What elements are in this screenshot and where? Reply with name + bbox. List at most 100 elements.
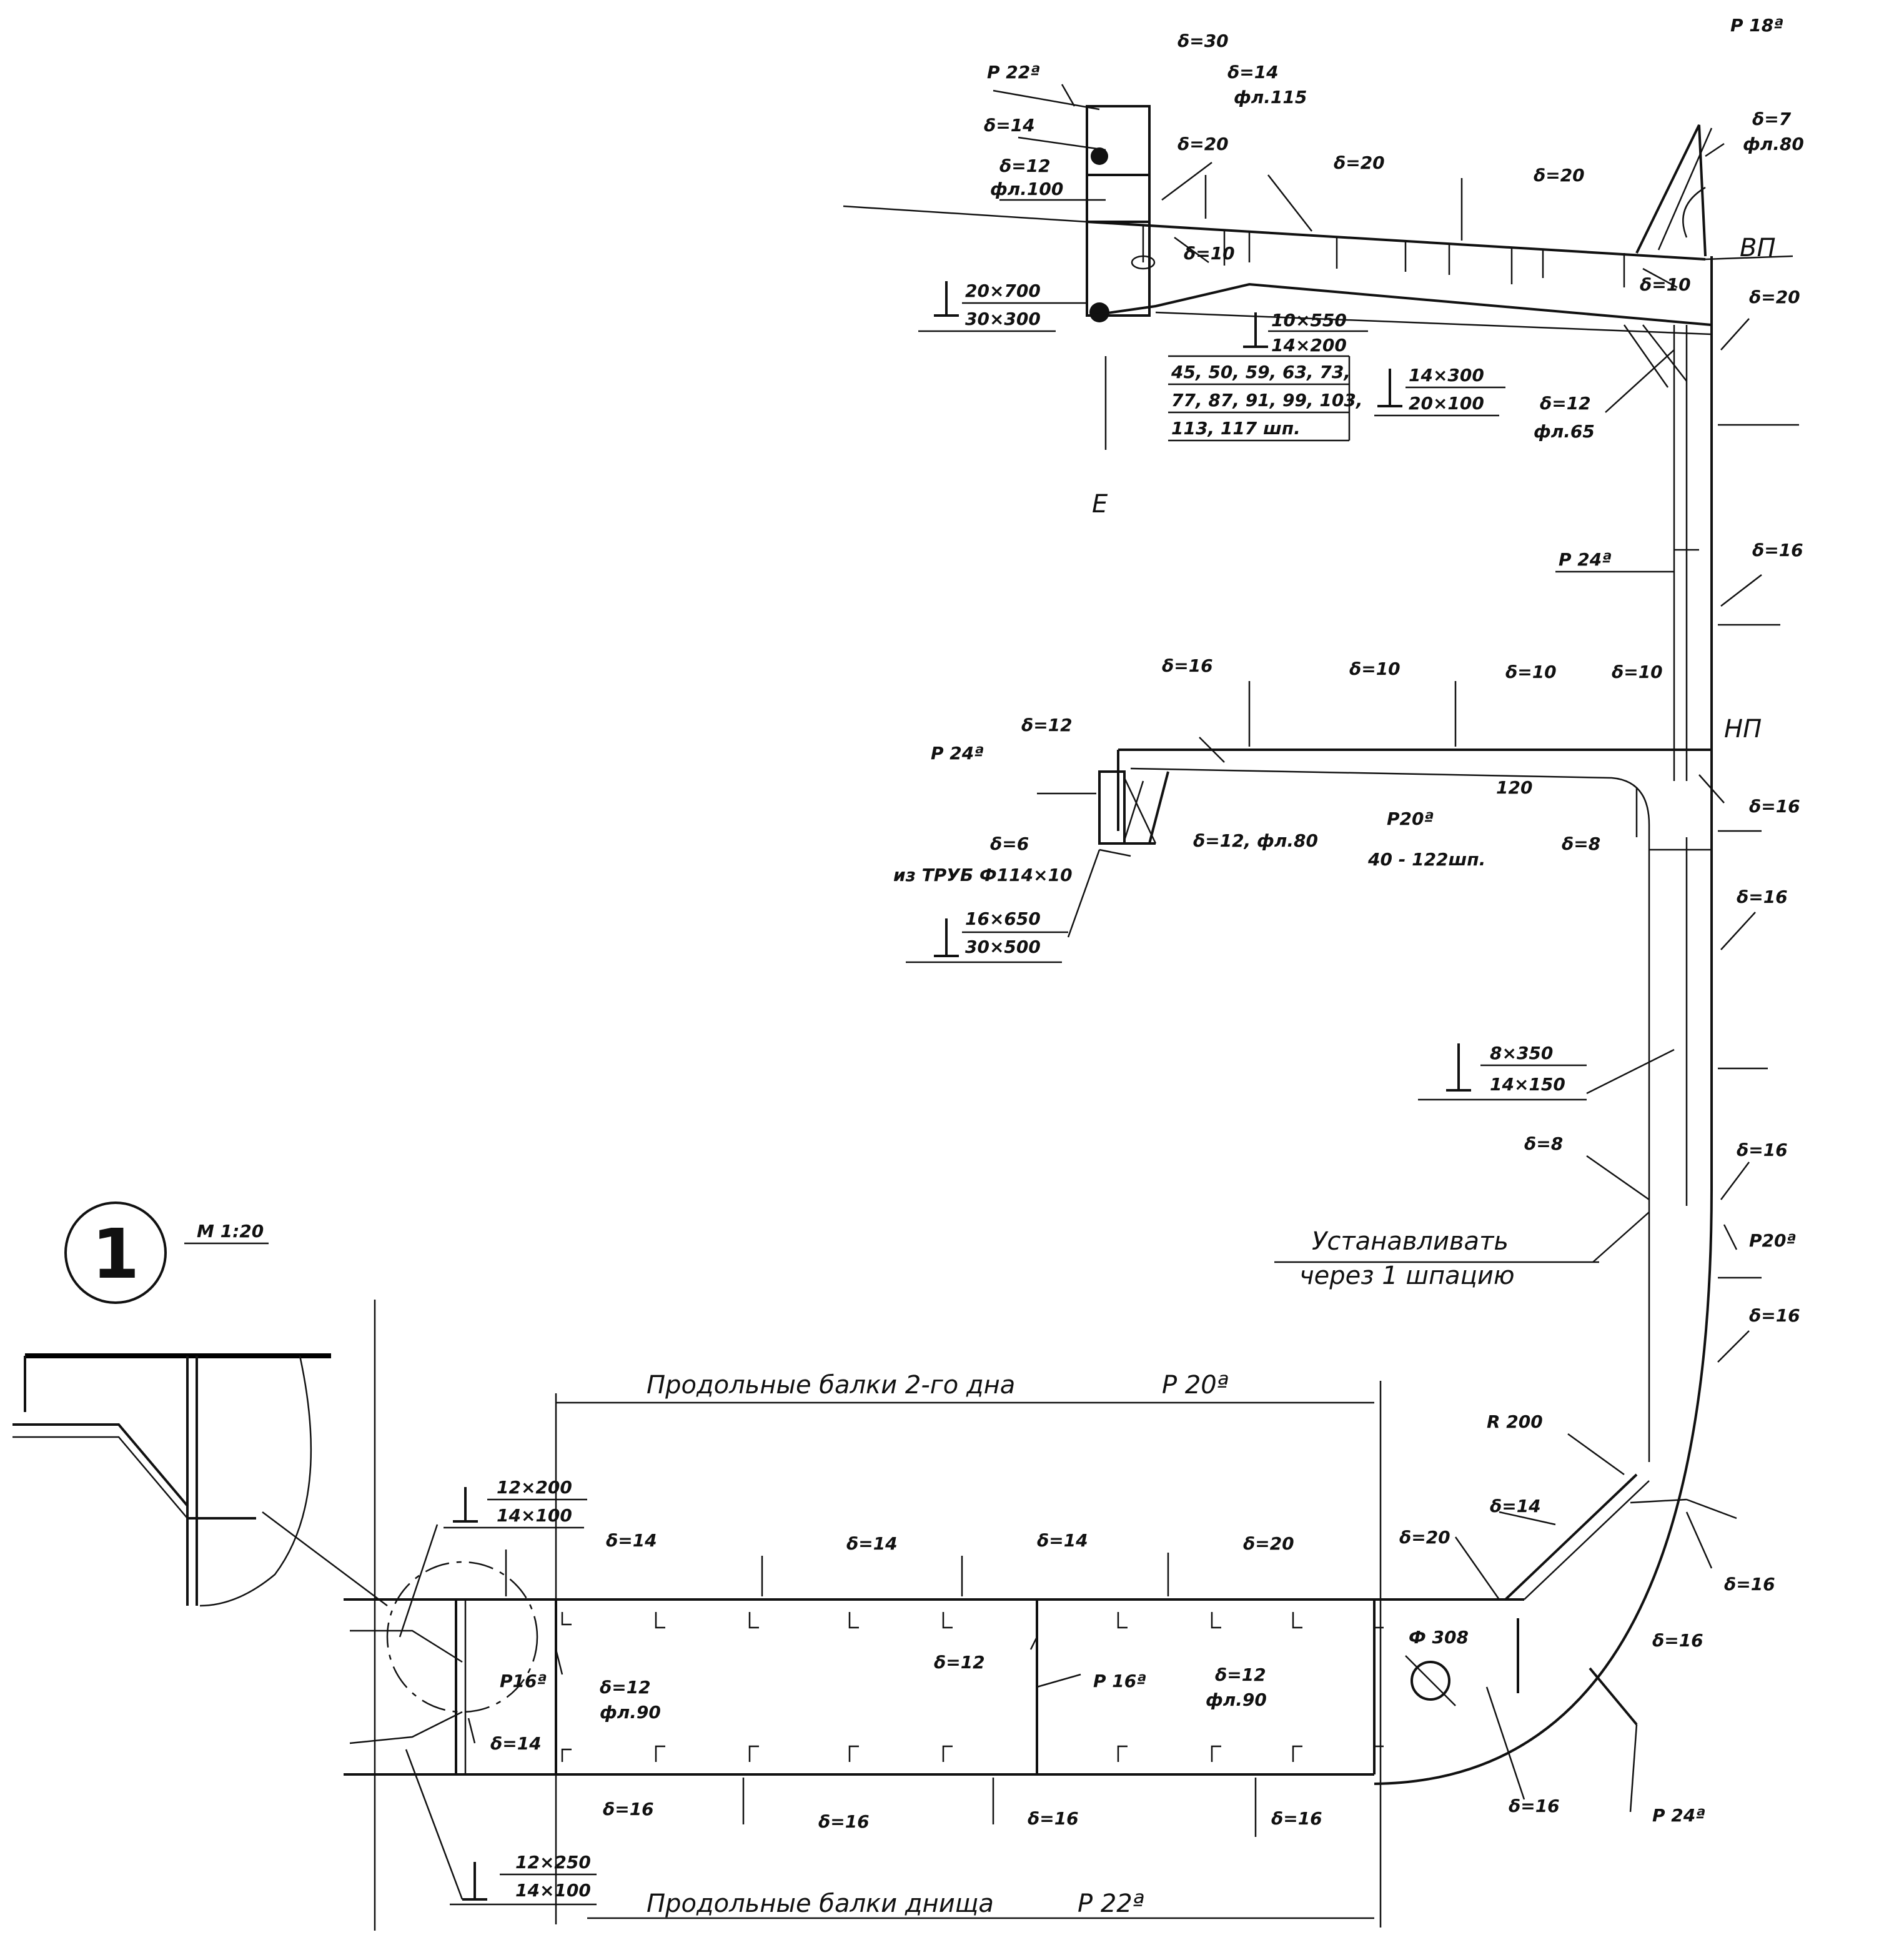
- label-d20-ib: δ=20: [1243, 1533, 1294, 1554]
- label-fl100: фл.100: [990, 179, 1063, 199]
- label-d12-fl65: δ=12: [1540, 393, 1591, 414]
- label-p16a-b: Р 16ª: [1093, 1671, 1146, 1691]
- label-d10-m3: δ=10: [1612, 662, 1663, 682]
- label-d30: δ=30: [1178, 31, 1229, 51]
- label-d16-bk: δ=16: [1652, 1630, 1703, 1651]
- label-d14-ib3: δ=14: [1037, 1530, 1088, 1551]
- label-d20-ib2: δ=20: [1399, 1527, 1450, 1548]
- label-d16-side3: δ=16: [1737, 1140, 1788, 1160]
- label-d20-side: δ=20: [1749, 287, 1800, 307]
- p20a-2nd-bottom: Р 20ª: [1162, 1371, 1229, 1400]
- label-d16-mid: δ=16: [1162, 655, 1213, 676]
- tbar-14x300: 14×300: [1409, 365, 1484, 386]
- level-labels: ВП НП E: [1092, 234, 1776, 744]
- tbar-20x700: 20×700: [965, 281, 1041, 301]
- label-d10-m2: δ=10: [1505, 662, 1557, 682]
- tbar-14x100-a: 14×100: [497, 1505, 572, 1526]
- p22a-bottom: Р 22ª: [1078, 1889, 1144, 1918]
- label-fl90-a: фл.90: [600, 1702, 661, 1723]
- label-d16-b5: δ=16: [1509, 1796, 1560, 1816]
- label-d16-b2: δ=16: [818, 1811, 870, 1832]
- label-d20-deck: δ=20: [1334, 152, 1385, 173]
- tbar-14x200: 14×200: [1271, 335, 1347, 356]
- label-d20-web: δ=20: [1178, 134, 1229, 154]
- label-r200: R 200: [1487, 1411, 1543, 1432]
- label-d16-side1: δ=16: [1752, 540, 1803, 560]
- label-d12-fl90-c: δ=12: [1215, 1664, 1266, 1685]
- label-d14-ib1: δ=14: [606, 1530, 657, 1551]
- label-d12-fl80: δ=12, фл.80: [1193, 830, 1318, 851]
- view-number: 1: [92, 1214, 140, 1294]
- label-d16-b4: δ=16: [1271, 1808, 1322, 1829]
- label-d6: δ=6: [990, 833, 1029, 854]
- label-p24a-side: Р 24ª: [1559, 549, 1612, 570]
- label-frames-40-122: 40 - 122шп.: [1367, 849, 1485, 870]
- long-bottom-label: Продольные балки днища: [647, 1889, 994, 1918]
- section-arrow-label: E: [1092, 490, 1108, 519]
- label-p18a: Р 18ª: [1730, 15, 1783, 36]
- label-fl80: фл.80: [1743, 134, 1804, 154]
- plate-labels: Р 22ª δ=30 δ=14 фл.115 δ=14 δ=12 фл.100 …: [444, 15, 1804, 1918]
- label-d8-m: δ=8: [1562, 833, 1600, 854]
- view-scale: M 1:20: [197, 1221, 264, 1241]
- tbar-14x150: 14×150: [1490, 1074, 1565, 1095]
- label-d16-bilge: δ=16: [1724, 1574, 1775, 1594]
- tbar-12x200: 12×200: [497, 1477, 572, 1498]
- label-fl65: фл.65: [1534, 421, 1595, 442]
- label-d14-left: δ=14: [984, 115, 1035, 136]
- long-2nd-bottom-label: Продольные балки 2-го дна: [647, 1371, 1015, 1400]
- upper-deck: [843, 105, 1793, 388]
- upper-deck-label: ВП: [1740, 234, 1776, 262]
- install-note-2: через 1 шпацию: [1299, 1261, 1515, 1290]
- label-d10-a: δ=10: [1184, 243, 1235, 264]
- label-p20a-m: Р20ª: [1387, 808, 1434, 829]
- label-pipes: из ТРУБ Ф114×10: [893, 865, 1073, 885]
- label-d16-side4: δ=16: [1749, 1305, 1800, 1326]
- label-d14-small: δ=14: [490, 1733, 542, 1754]
- label-phi308: Ф 308: [1409, 1627, 1469, 1648]
- label-p22a-top: Р 22ª: [987, 62, 1040, 82]
- tbar-20x100: 20×100: [1409, 393, 1484, 414]
- label-d12-fl90-a: δ=12: [600, 1677, 651, 1698]
- label-p24a-m: Р 24ª: [931, 743, 984, 764]
- detail-view-1: 1 M 1:20: [12, 1201, 388, 1607]
- label-d20-deck2: δ=20: [1534, 165, 1585, 186]
- label-fl115: фл.115: [1234, 87, 1307, 107]
- label-p16a-a: Р16ª: [500, 1671, 547, 1691]
- tbar-30x300: 30×300: [965, 309, 1041, 329]
- label-d8-b: δ=8: [1524, 1133, 1563, 1154]
- install-note-1: Устанавливать: [1312, 1227, 1509, 1256]
- label-d7: δ=7: [1752, 109, 1792, 129]
- tbar-30x500: 30×500: [965, 937, 1041, 957]
- label-d16-side2: δ=16: [1737, 887, 1788, 907]
- label-d14: δ=14: [1227, 62, 1279, 82]
- lower-deck: [1098, 749, 1712, 1462]
- label-dim-120: 120: [1496, 777, 1532, 798]
- label-d10-m1: δ=10: [1349, 659, 1401, 679]
- label-p24a-bottom: Р 24ª: [1652, 1805, 1705, 1826]
- tbar-10x550: 10×550: [1271, 310, 1347, 331]
- tbar-14x100-b: 14×100: [515, 1880, 591, 1901]
- view-number-circle: [64, 1201, 167, 1304]
- frames-list-3: 113, 117 шп.: [1171, 418, 1301, 439]
- label-d12-girder: δ=12: [934, 1652, 985, 1673]
- label-d16-b1: δ=16: [603, 1799, 654, 1819]
- label-d10-b: δ=10: [1640, 274, 1691, 295]
- label-fl90-c: фл.90: [1206, 1689, 1267, 1710]
- label-d16-b3: δ=16: [1028, 1808, 1079, 1829]
- load-arrows: [505, 175, 1799, 1837]
- frames-list-2: 77, 87, 91, 99, 103,: [1171, 390, 1362, 410]
- dimension-lines: [374, 1300, 1382, 1931]
- side-shell: [1374, 256, 1713, 1785]
- tbar-8x350: 8×350: [1490, 1043, 1553, 1063]
- tbar-12x250: 12×250: [515, 1852, 591, 1873]
- tbar-16x650: 16×650: [965, 908, 1041, 929]
- label-d12-m: δ=12: [1021, 715, 1073, 735]
- frames-list-1: 45, 50, 59, 63, 73,: [1171, 362, 1351, 382]
- label-d16-np: δ=16: [1749, 796, 1800, 817]
- label-p20a-side: Р20ª: [1749, 1230, 1796, 1251]
- label-d12: δ=12: [999, 156, 1051, 176]
- label-d14-bilge: δ=14: [1490, 1496, 1541, 1516]
- leader-lines: [399, 84, 1762, 1900]
